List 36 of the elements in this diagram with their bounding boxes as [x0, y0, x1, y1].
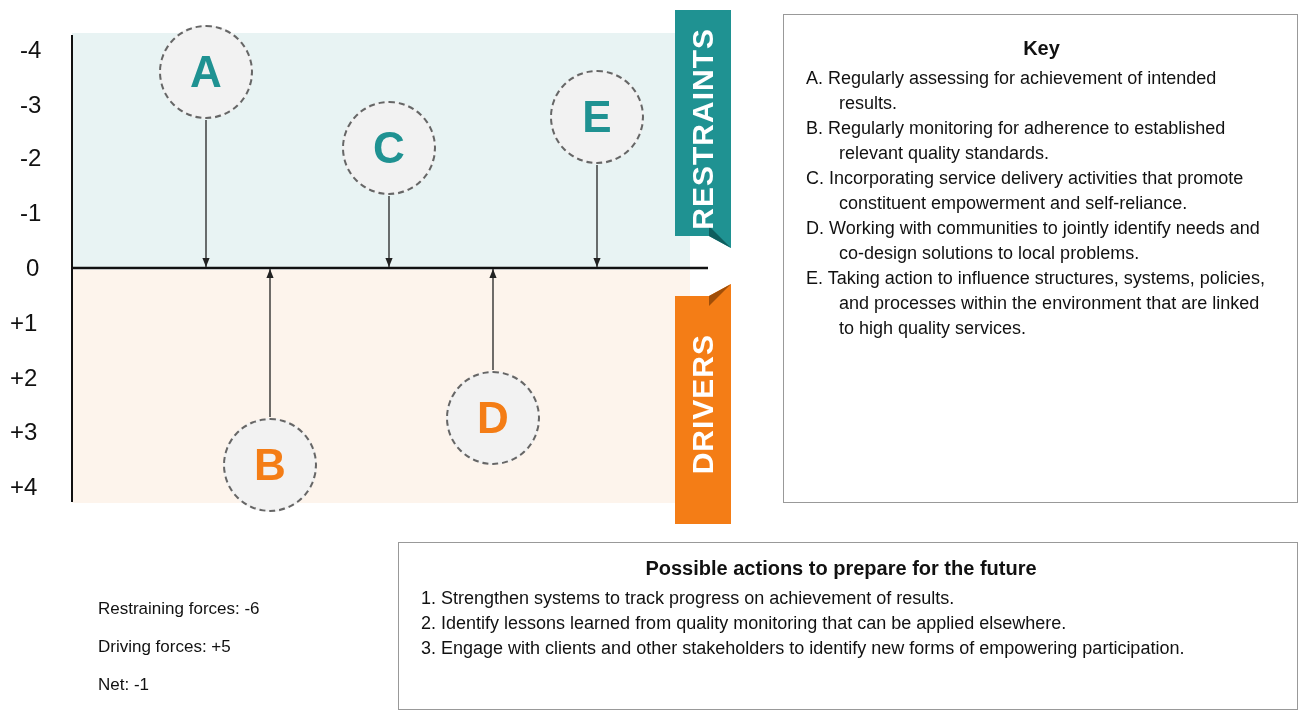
- key-panel: [783, 14, 1298, 503]
- actions-panel: [398, 542, 1298, 710]
- list-item: E. Taking action to influence structures, systems, policies, and processes within the environment that are linked to high quality services.: [806, 267, 1266, 340]
- axis-tick-label: -3: [20, 91, 42, 119]
- axis-tick-label: +2: [10, 364, 38, 392]
- axis-tick-label: +4: [10, 473, 38, 501]
- arrow: [202, 119, 210, 268]
- axis-tick-label: 0: [26, 254, 40, 282]
- summary-text: Net: -1: [98, 675, 150, 695]
- arrow: [593, 164, 601, 268]
- list-item: A. Regularly assessing for achievement of intended results.: [806, 67, 1218, 115]
- axis-tick-label: -2: [20, 144, 42, 172]
- node-letter: D: [477, 396, 509, 440]
- panel-heading: Key: [1022, 37, 1061, 60]
- node-letter: E: [582, 95, 612, 139]
- node-letter: C: [373, 126, 405, 170]
- tag-label: DRIVERS: [688, 334, 718, 475]
- list-item: 3. Engage with clients and other stakeholders to identify new forms of empowering participation.: [421, 637, 1186, 660]
- arrow: [266, 268, 274, 418]
- list-item: 2. Identify lessons learned from quality monitoring that can be applied elsewhere.: [421, 612, 1068, 635]
- node-letter: A: [190, 50, 222, 94]
- axis-tick-label: -4: [20, 36, 42, 64]
- list-item: D. Working with communities to jointly identify needs and co-design solutions to local problems.: [806, 217, 1261, 265]
- axis-tick-label: +1: [10, 309, 38, 337]
- node-letter: B: [254, 443, 286, 487]
- list-item: C. Incorporating service delivery activities that promote constituent empowerment and self-reliance.: [806, 167, 1245, 215]
- list-item: 1. Strengthen systems to track progress on achievement of results.: [421, 587, 956, 610]
- axis-tick-label: -1: [20, 199, 42, 227]
- panel-heading: Possible actions to prepare for the future: [644, 557, 1038, 580]
- list-item: B. Regularly monitoring for adherence to established relevant quality standards.: [806, 117, 1227, 165]
- arrow: [385, 195, 393, 268]
- summary-text: Restraining forces: -6: [98, 599, 260, 619]
- tag-label: RESTRAINTS: [688, 28, 718, 230]
- summary-text: Driving forces: +5: [98, 637, 231, 657]
- arrow: [489, 268, 497, 371]
- axis-tick-label: +3: [10, 418, 38, 446]
